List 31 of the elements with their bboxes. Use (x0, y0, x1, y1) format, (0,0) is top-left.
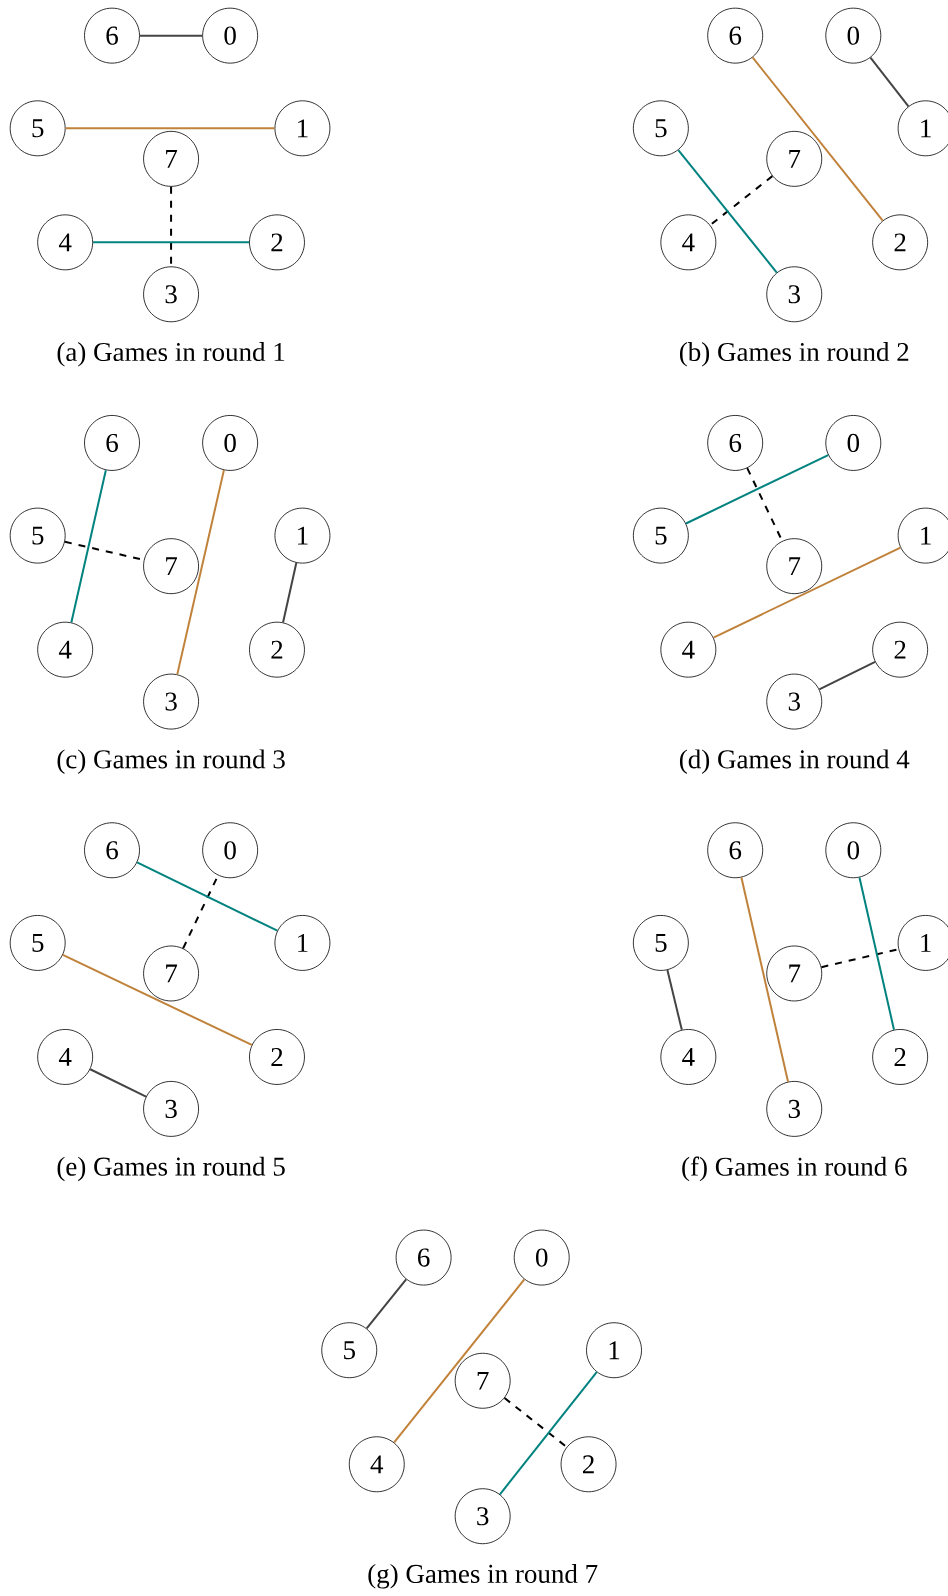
pairing-line (136, 861, 279, 932)
caption: (g) Games in round 7 (368, 1564, 598, 1589)
pairing-line (712, 546, 902, 639)
pairing-line (677, 149, 778, 274)
pairing-line (666, 969, 683, 1031)
pairing-line (740, 876, 790, 1083)
pairing-line (70, 469, 107, 624)
pairing-line (365, 1278, 408, 1330)
pairing-line (503, 1397, 568, 1448)
pairing-line (751, 56, 884, 222)
caption: (c) Games in round 3 (57, 749, 285, 774)
pairing-line (499, 1371, 598, 1496)
caption: (f) Games in round 6 (682, 1156, 907, 1182)
pairing-line (138, 34, 204, 37)
pairing-line (818, 660, 877, 691)
caption: (d) Games in round 4 (679, 749, 910, 774)
pairing-line (820, 948, 900, 969)
pairing-line (176, 469, 225, 676)
pairing-line (89, 1068, 147, 1098)
pairing-line (685, 454, 830, 525)
caption: (b) Games in round 2 (679, 342, 909, 367)
pairing-line (858, 876, 895, 1031)
pairing-line (709, 175, 774, 227)
caption: (a) Games in round 1 (57, 342, 285, 367)
pairing-line (869, 56, 910, 108)
pairing-line (61, 953, 253, 1046)
caption: (e) Games in round 5 (57, 1156, 285, 1182)
pairing-line (393, 1278, 526, 1444)
pairing-line (92, 241, 251, 244)
pairing-line (64, 127, 276, 130)
pairing-line (282, 561, 298, 624)
